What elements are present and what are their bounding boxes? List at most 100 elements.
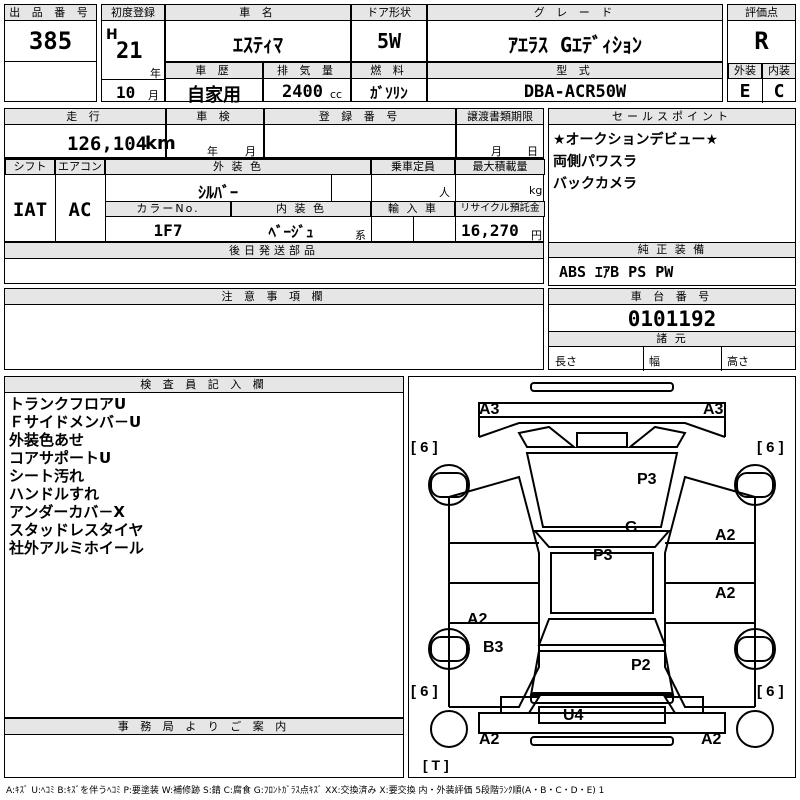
damage-roof: P3 — [593, 547, 613, 564]
spare-tire: [ T ] — [423, 757, 449, 773]
sales-point-2: バックカメラ — [553, 176, 637, 192]
first-reg-box: 初度登録 H 21 年 10 月 — [101, 4, 165, 102]
sales-point-0: ★オークションデビュー★ — [553, 132, 719, 148]
mileage: 126,104 — [67, 133, 148, 155]
damage-front-right: A3 — [703, 401, 724, 418]
spec-table: シフト エアコン 外 装 色 乗車定員 最大積載量 IAT AC ｼﾙﾊﾞｰ 人… — [4, 158, 545, 243]
divider — [55, 159, 56, 243]
interior-grade: C — [773, 81, 785, 102]
int-color: ﾍﾞｰｼﾞｭ — [268, 223, 314, 241]
later-parts-box: 後日発送部品 — [4, 242, 544, 284]
doc-due-header: 譲渡書類期限 — [457, 109, 543, 125]
grade-header: グ レ ー ド — [428, 5, 722, 21]
first-reg-header: 初度登録 — [102, 5, 164, 21]
specs-header: 諸 元 — [548, 331, 796, 347]
inspection-box: 車 検 年 月 — [166, 108, 264, 158]
score: R — [754, 27, 769, 55]
divider — [721, 347, 722, 371]
inspector-note-3: コアサポートU — [9, 449, 112, 467]
inspector-header: 検 査 員 記 入 欄 — [5, 377, 403, 393]
tire-front-right: [ 6 ] — [757, 439, 784, 456]
shift-header: シフト — [5, 159, 55, 175]
max-load-header: 最大積載量 — [455, 159, 545, 175]
inspector-box: 検 査 員 記 入 欄 トランクフロアU Ｆサイドメンバ－U 外装色あせ コアサ… — [4, 376, 404, 718]
history: 自家用 — [187, 85, 241, 106]
load-unit: kg — [529, 184, 543, 197]
damage-hood: P3 — [637, 471, 657, 488]
office-header: 事 務 局 よ り ご 案 内 — [5, 719, 403, 735]
car-name-header: 車 名 — [166, 5, 350, 21]
door-header: ドア形状 — [352, 5, 426, 21]
damage-rear-left: A2 — [479, 731, 500, 748]
sales-point-1: 両側パワスラ — [553, 154, 637, 170]
chassis-box: 車 台 番 号 0101192 諸 元 長さ 幅 高さ — [548, 288, 796, 371]
recycle: 16,270 — [461, 221, 519, 240]
interior-header: 内装 — [762, 63, 796, 79]
recycle-unit: 円 — [531, 229, 542, 242]
damage-right-rear-door: A2 — [715, 585, 736, 602]
inspection-header: 車 検 — [167, 109, 263, 125]
displacement-box: 排 気 量 2400 cc — [263, 62, 351, 102]
genuine-header: 純 正 装 備 — [548, 242, 796, 258]
int-color-header: 内 装 色 — [231, 201, 371, 217]
displacement: 2400 — [282, 82, 323, 102]
car-name: ｴｽﾃｨﾏ — [233, 33, 283, 57]
damage-glass: G — [625, 519, 638, 536]
lot-no-header: 出 品 番 号 — [5, 5, 96, 21]
score-header: 評価点 — [728, 5, 795, 21]
inspector-note-5: ハンドルすれ — [9, 485, 100, 503]
notes-box: 注 意 事 項 欄 — [4, 288, 544, 370]
model: DBA-ACR50W — [523, 82, 627, 102]
divider — [102, 79, 164, 80]
ac: AC — [68, 199, 92, 221]
insp-year-unit: 年 — [207, 145, 218, 158]
ext-color-header: 外 装 色 — [105, 159, 371, 175]
sales-point-box: セールスポイント ★オークションデビュー★ 両側パワスラ バックカメラ 純 正 … — [548, 108, 796, 286]
damage-right-front-door: A2 — [715, 527, 736, 544]
damage-back-door: P2 — [631, 657, 651, 674]
chassis-no: 0101192 — [627, 307, 717, 331]
tire-rear-left: [ 6 ] — [411, 683, 438, 700]
damage-rear-right: A2 — [701, 731, 722, 748]
divider — [643, 347, 644, 371]
car-name-box: 車 名 ｴｽﾃｨﾏ — [165, 4, 351, 62]
lot-no-box: 出 品 番 号 385 — [4, 4, 97, 102]
history-box: 車 歴 自家用 — [165, 62, 263, 106]
inspector-note-0: トランクフロアU — [9, 395, 127, 413]
inspector-note-2: 外装色あせ — [9, 431, 85, 449]
history-header: 車 歴 — [166, 63, 262, 79]
sales-point-header: セールスポイント — [549, 109, 795, 125]
legend: A:ｷｽﾞ U:ﾍｺﾐ B:ｷｽﾞを伴うﾍｺﾐ P:要塗装 W:補修跡 S:錆 … — [6, 786, 605, 796]
doc-month-unit: 月 — [491, 145, 502, 158]
damage-left-quarter: B3 — [483, 639, 504, 656]
displacement-unit: cc — [330, 88, 343, 101]
model-header: 型 式 — [428, 63, 722, 79]
chassis-header: 車 台 番 号 — [549, 289, 795, 305]
displacement-header: 排 気 量 — [264, 63, 350, 79]
office-box: 事 務 局 よ り ご 案 内 — [4, 718, 404, 778]
mileage-unit: km — [145, 133, 176, 154]
later-parts-header: 後日発送部品 — [5, 243, 543, 259]
inspector-note-6: アンダーカバ－X — [9, 503, 125, 521]
width-label: 幅 — [649, 355, 660, 368]
damage-front-left: A3 — [479, 401, 500, 418]
fuel-header: 燃 料 — [352, 63, 426, 79]
mileage-box: 走 行 126,104 km — [4, 108, 176, 158]
length-label: 長さ — [555, 355, 577, 368]
divider — [331, 175, 332, 201]
car-diagram: A3 A3 [ 6 ] [ 6 ] P3 G P3 A2 A2 A2 B3 P2… — [408, 376, 796, 778]
color-no: 1F7 — [153, 221, 183, 240]
lot-no: 385 — [28, 27, 73, 55]
tire-front-left: [ 6 ] — [411, 439, 438, 456]
mileage-header: 走 行 — [5, 109, 165, 125]
exterior-header: 外装 — [728, 63, 762, 79]
exterior-grade: E — [739, 81, 751, 102]
first-reg-month: 10 — [116, 83, 136, 102]
capacity-unit: 人 — [439, 186, 450, 199]
reg-no-header: 登 録 番 号 — [265, 109, 455, 125]
import-header: 輸 入 車 — [371, 201, 455, 217]
model-box: 型 式 DBA-ACR50W — [427, 62, 723, 102]
car-outline — [428, 382, 776, 748]
inspector-note-8: 社外アルミホイール — [9, 539, 144, 557]
score-box: 評価点 R 外装 内装 E C — [727, 4, 796, 103]
